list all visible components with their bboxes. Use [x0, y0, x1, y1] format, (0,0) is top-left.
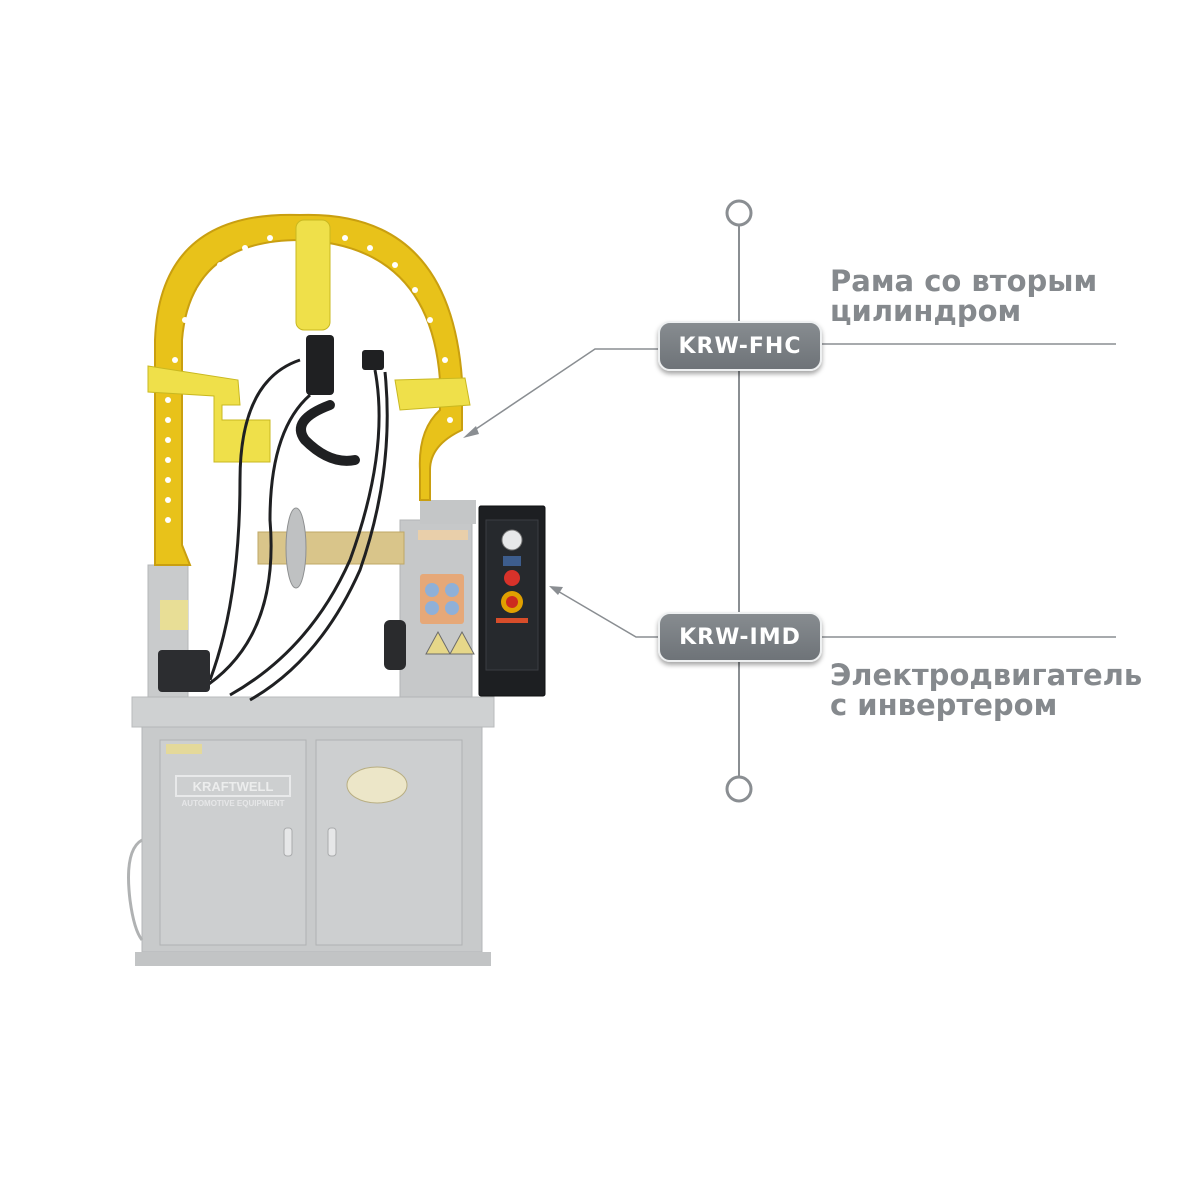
- callout-1-line-2: цилиндром: [830, 294, 1022, 328]
- side-cable: [127, 838, 144, 941]
- spindle-flange: [285, 507, 307, 589]
- control-display: [503, 556, 521, 566]
- callout-1-line-1: Рама со вторым: [830, 264, 1098, 298]
- cabinet-warning-sticker: [166, 744, 202, 754]
- machine-plinth: [135, 952, 491, 966]
- timeline-top-dot: [725, 199, 753, 227]
- arch-holes: [165, 235, 453, 523]
- brand-sub-text: AUTOMOTIVE EQUIPMENT: [182, 799, 285, 808]
- callout-1-arrowhead: [463, 426, 479, 438]
- callout-code-1: KRW-FHC: [678, 333, 802, 359]
- left-clamp: [147, 365, 271, 463]
- callout-2-pointer-line: [555, 589, 658, 638]
- door-handle-right: [327, 827, 337, 857]
- cabinet-door-left: [159, 739, 307, 946]
- door-handle-left: [283, 827, 293, 857]
- control-button-red: [504, 570, 520, 586]
- callout-1-pointer-line: [469, 348, 658, 434]
- cylinder-1: [306, 335, 334, 395]
- callout-2-line-1: Электродвигатель: [830, 658, 1143, 692]
- motor-hub: [384, 620, 406, 670]
- housing-top: [420, 500, 476, 524]
- housing-label-strip: [418, 530, 468, 540]
- right-clamp: [394, 377, 471, 411]
- warning-triangle-1: [425, 630, 451, 655]
- yellow-arch-frame: [154, 213, 463, 566]
- callout-badge-krw-fhc: KRW-FHC: [658, 321, 822, 371]
- curved-hose: [295, 400, 360, 466]
- callout-2-line-2: с инвертером: [830, 688, 1058, 722]
- valve-block: [158, 650, 210, 692]
- callout-description-2: Электродвигатель с инвертером: [830, 660, 1142, 720]
- timeline-bottom-dot: [725, 775, 753, 803]
- cylinder-2: [362, 350, 384, 370]
- warning-triangle-2: [449, 630, 475, 655]
- control-dial: [501, 529, 523, 551]
- top-clamp-bracket: [295, 219, 331, 331]
- callout-description-1: Рама со вторым цилиндром: [830, 266, 1097, 326]
- spindle-shaft: [257, 531, 405, 565]
- callout-2-arrowhead: [549, 586, 563, 595]
- callout-badge-krw-imd: KRW-IMD: [658, 612, 822, 662]
- callout-code-2: KRW-IMD: [679, 624, 801, 650]
- control-label: [496, 618, 528, 623]
- hydraulic-hoses: [199, 358, 389, 702]
- machine-tabletop: [131, 696, 495, 728]
- door-sticker-oval: [346, 766, 408, 804]
- brand-logo-text: KRAFTWELL: [193, 779, 274, 794]
- brand-logo-box: [175, 775, 291, 797]
